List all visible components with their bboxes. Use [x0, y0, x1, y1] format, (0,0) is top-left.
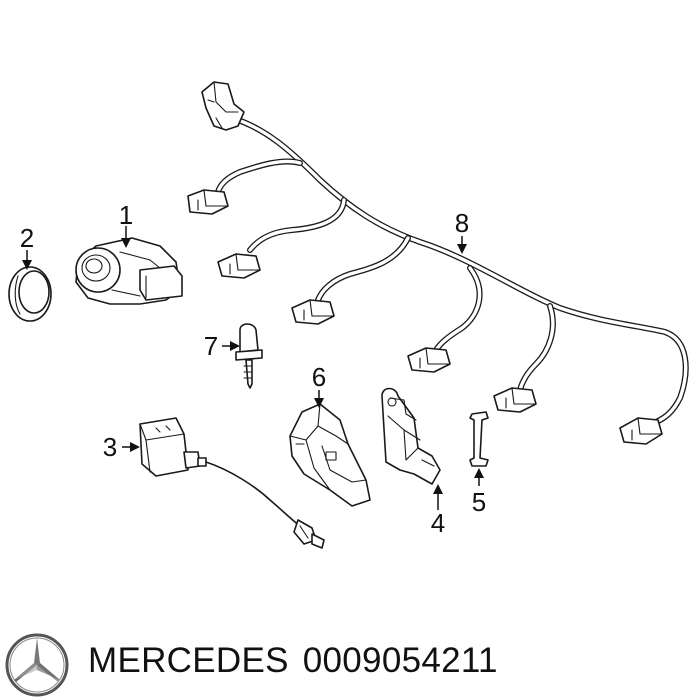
- callout-2: 2: [20, 223, 34, 253]
- caption: MERCEDES 0009054211: [88, 634, 693, 688]
- harness-connector-d: [407, 347, 451, 373]
- mercedes-star-icon: [5, 633, 69, 697]
- callout-7: 7: [204, 331, 218, 361]
- callout-3: 3: [103, 432, 117, 462]
- harness-end-block: [201, 81, 245, 131]
- harness-connector-b: [217, 253, 261, 279]
- harness-connector-f: [619, 417, 663, 445]
- wiring-harness: [187, 81, 689, 445]
- callout-8: 8: [455, 208, 469, 238]
- leader-lines: [22, 226, 484, 510]
- brand-name: MERCEDES: [88, 641, 289, 680]
- temperature-sensor: [235, 323, 263, 389]
- sensor-bracket-6: [289, 403, 371, 507]
- callout-1: 1: [119, 200, 133, 230]
- control-module: [139, 417, 325, 549]
- clip: [469, 411, 489, 467]
- parking-sensor: [75, 237, 183, 305]
- part-number: 0009054211: [302, 641, 498, 680]
- callout-5: 5: [472, 487, 486, 517]
- harness-connector-a: [187, 189, 229, 215]
- callout-6: 6: [312, 362, 326, 392]
- sensor-ring: [8, 266, 52, 322]
- harness-connector-e: [493, 387, 537, 413]
- sensor-bracket-4: [381, 387, 441, 485]
- callout-4: 4: [431, 508, 445, 538]
- harness-connector-c: [291, 299, 335, 325]
